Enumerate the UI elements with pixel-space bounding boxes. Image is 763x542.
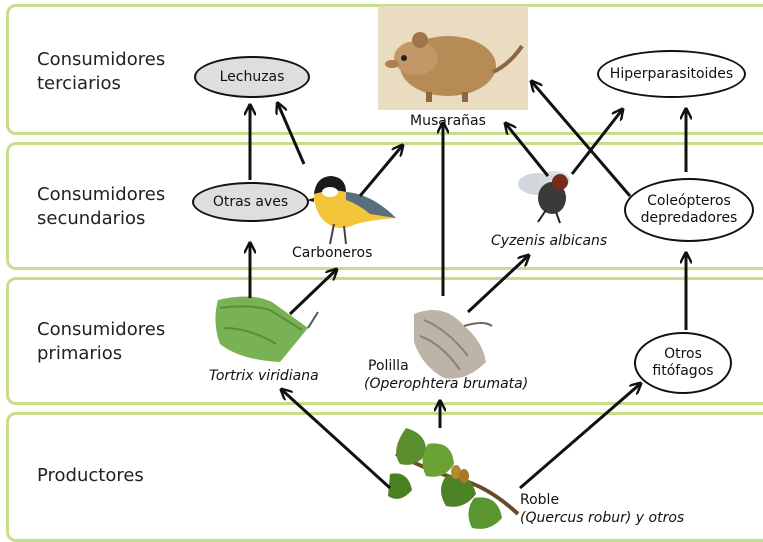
- arrow-roble-fitofagos: [520, 384, 640, 488]
- arrow-cyzenis-musaranas: [506, 124, 548, 176]
- arrow-polilla-cyzenis: [468, 256, 528, 312]
- arrow-roble-tortrix: [282, 390, 390, 488]
- arrow-carboneros-lechuzas: [278, 104, 304, 164]
- arrow-carboneros-musaranas: [360, 146, 402, 196]
- arrow-cyzenis-hiperparasitoides: [572, 110, 622, 174]
- arrow-tortrix-carboneros: [290, 270, 336, 314]
- arrow-coleopteros-musaranas: [532, 82, 630, 196]
